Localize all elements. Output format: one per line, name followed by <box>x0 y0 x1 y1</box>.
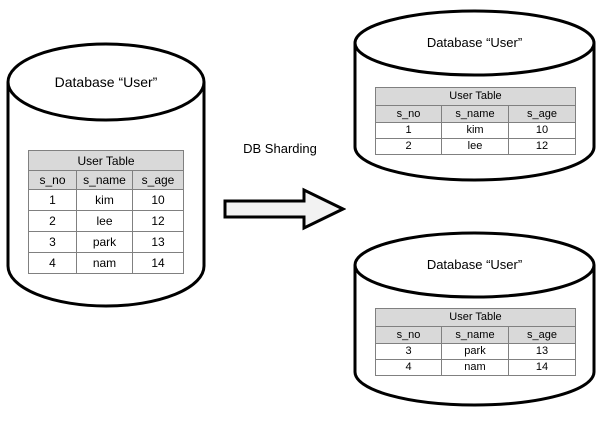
cell-s-name: nam <box>76 252 133 274</box>
column-header-s-age: s_age <box>131 170 185 190</box>
cell-s-age: 10 <box>131 189 185 211</box>
table-title: User Table <box>375 308 576 327</box>
cell-s-age: 14 <box>131 252 185 274</box>
cell-s-age: 14 <box>508 359 576 376</box>
cell-s-name: kim <box>441 122 509 139</box>
shard-database-1-label: Database “User” <box>426 35 523 50</box>
table-title: User Table <box>27 150 185 171</box>
table-header-row: s_no s_name s_age <box>375 105 576 123</box>
column-header-s-age: s_age <box>508 105 576 123</box>
process-label: DB Sharding <box>243 141 317 156</box>
table-header-row: s_no s_name s_age <box>375 326 576 344</box>
column-header-s-name: s_name <box>441 326 509 344</box>
table-row: 1 kim 10 <box>28 189 185 211</box>
table-row: 4 nam 14 <box>375 359 576 376</box>
table-title-row: User Table <box>27 150 185 171</box>
table-title-row: User Table <box>375 87 576 106</box>
column-header-s-no: s_no <box>28 170 77 190</box>
cell-s-name: kim <box>76 189 133 211</box>
shard-2-user-table: User Table s_no s_name s_age 3 park 13 4… <box>375 308 576 376</box>
cell-s-name: park <box>441 343 509 360</box>
column-header-s-age: s_age <box>508 326 576 344</box>
cell-s-no: 1 <box>28 189 77 211</box>
table-header-row: s_no s_name s_age <box>28 170 185 190</box>
table-row: 1 kim 10 <box>375 122 576 139</box>
cell-s-age: 13 <box>508 343 576 360</box>
shard-1-user-table: User Table s_no s_name s_age 1 kim 10 2 … <box>375 87 576 155</box>
cell-s-name: lee <box>441 138 509 155</box>
cell-s-age: 12 <box>131 210 185 232</box>
cell-s-name: park <box>76 231 133 253</box>
table-row: 2 lee 12 <box>28 210 185 232</box>
column-header-s-name: s_name <box>76 170 133 190</box>
cell-s-name: lee <box>76 210 133 232</box>
column-header-s-name: s_name <box>441 105 509 123</box>
cell-s-age: 12 <box>508 138 576 155</box>
cell-s-name: nam <box>441 359 509 376</box>
source-database-label: Database “User” <box>54 74 158 90</box>
table-title-row: User Table <box>375 308 576 327</box>
sharding-arrow <box>222 187 347 231</box>
table-title: User Table <box>375 87 576 106</box>
table-row: 3 park 13 <box>375 343 576 360</box>
cell-s-no: 3 <box>375 343 442 360</box>
cell-s-no: 2 <box>375 138 442 155</box>
cell-s-age: 13 <box>131 231 185 253</box>
cell-s-no: 3 <box>28 231 77 253</box>
column-header-s-no: s_no <box>375 105 442 123</box>
table-row: 4 nam 14 <box>28 252 185 274</box>
table-row: 2 lee 12 <box>375 138 576 155</box>
table-row: 3 park 13 <box>28 231 185 253</box>
shard-database-2-label: Database “User” <box>426 257 523 272</box>
cell-s-no: 1 <box>375 122 442 139</box>
column-header-s-no: s_no <box>375 326 442 344</box>
cell-s-no: 4 <box>28 252 77 274</box>
cell-s-no: 2 <box>28 210 77 232</box>
source-user-table: User Table s_no s_name s_age 1 kim 10 2 … <box>27 150 185 274</box>
cell-s-age: 10 <box>508 122 576 139</box>
cell-s-no: 4 <box>375 359 442 376</box>
right-block-arrow-icon <box>223 187 347 231</box>
